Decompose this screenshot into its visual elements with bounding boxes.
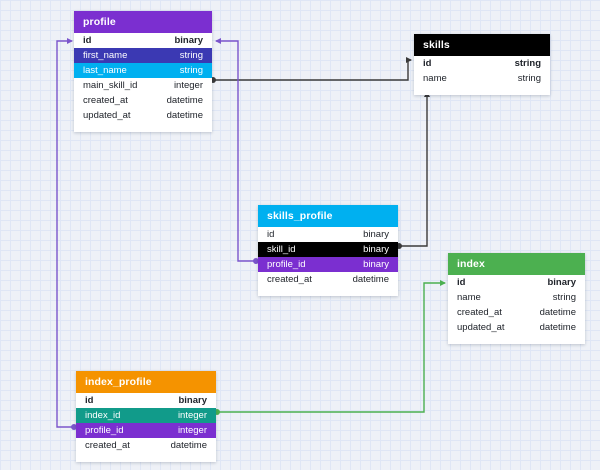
relationship-profile-main-skill-to-skills-id xyxy=(213,60,411,80)
field-type: datetime xyxy=(167,110,203,121)
field-type: datetime xyxy=(167,95,203,106)
field-type: string xyxy=(515,58,541,69)
field-name: profile_id xyxy=(85,425,124,436)
field-type: binary xyxy=(363,259,389,270)
field-name: skill_id xyxy=(267,244,296,255)
field-name: id xyxy=(457,277,465,288)
field-name: id xyxy=(85,395,93,406)
field-type: datetime xyxy=(171,440,207,451)
table-fields-skills: id string name string xyxy=(414,56,550,95)
field-row-profile-first_name[interactable]: first_name string xyxy=(74,48,212,63)
table-fields-skills_profile: idbinaryskill_idbinaryprofile_idbinarycr… xyxy=(258,227,398,296)
field-name: updated_at xyxy=(457,322,505,333)
field-type: string xyxy=(180,50,203,61)
field-row-index_profile-index_id[interactable]: index_id integer xyxy=(76,408,216,423)
table-fields-index_profile: idbinaryindex_idintegerprofile_idinteger… xyxy=(76,393,216,462)
field-row-skills-id[interactable]: id string xyxy=(414,56,550,71)
table-title-skills_profile: skills_profile xyxy=(258,205,398,227)
field-type: datetime xyxy=(353,274,389,285)
field-row-index-id[interactable]: id binary xyxy=(448,275,585,290)
field-row-profile-id[interactable]: id binary xyxy=(74,33,212,48)
field-name: created_at xyxy=(83,95,128,106)
field-name: created_at xyxy=(457,307,502,318)
field-row-index-created_at[interactable]: created_at datetime xyxy=(448,305,585,320)
field-type: integer xyxy=(178,425,207,436)
field-type: string xyxy=(518,73,541,84)
table-node-skills[interactable]: skills id string name string xyxy=(414,34,550,95)
field-row-index_profile-id[interactable]: id binary xyxy=(76,393,216,408)
field-name: last_name xyxy=(83,65,127,76)
field-name: id xyxy=(267,229,274,240)
field-row-profile-main_skill_id[interactable]: main_skill_id integer xyxy=(74,78,212,93)
field-name: name xyxy=(457,292,481,303)
field-row-skills_profile-profile_id[interactable]: profile_id binary xyxy=(258,257,398,272)
field-name: created_at xyxy=(267,274,312,285)
table-fields-index: idbinarynamestringcreated_atdatetimeupda… xyxy=(448,275,585,344)
field-type: datetime xyxy=(540,307,576,318)
field-type: string xyxy=(180,65,203,76)
field-type: string xyxy=(553,292,576,303)
relationship-index-profile-profile-id-to-profile-id xyxy=(57,41,74,427)
field-type: binary xyxy=(547,277,576,288)
table-fields-profile: idbinaryfirst_namestringlast_namestringm… xyxy=(74,33,212,132)
field-type: binary xyxy=(363,229,389,240)
relationship-skills-profile-skill-id-to-skills xyxy=(399,92,427,246)
field-row-profile-updated_at[interactable]: updated_at datetime xyxy=(74,108,212,123)
field-name: updated_at xyxy=(83,110,131,121)
field-row-index-name[interactable]: name string xyxy=(448,290,585,305)
field-row-index_profile-profile_id[interactable]: profile_id integer xyxy=(76,423,216,438)
field-name: index_id xyxy=(85,410,120,421)
table-node-profile[interactable]: profileidbinaryfirst_namestringlast_name… xyxy=(74,11,212,132)
field-name: main_skill_id xyxy=(83,80,137,91)
table-title-profile: profile xyxy=(74,11,212,33)
table-node-index_profile[interactable]: index_profileidbinaryindex_idintegerprof… xyxy=(76,371,216,462)
field-type: datetime xyxy=(540,322,576,333)
field-type: integer xyxy=(174,80,203,91)
field-row-profile-created_at[interactable]: created_at datetime xyxy=(74,93,212,108)
field-name: profile_id xyxy=(267,259,306,270)
field-name: id xyxy=(423,58,431,69)
field-name: created_at xyxy=(85,440,130,451)
field-row-index-updated_at[interactable]: updated_at datetime xyxy=(448,320,585,335)
table-node-skills_profile[interactable]: skills_profileidbinaryskill_idbinaryprof… xyxy=(258,205,398,296)
field-type: binary xyxy=(178,395,207,406)
field-row-skills_profile-id[interactable]: id binary xyxy=(258,227,398,242)
field-row-skills-name[interactable]: name string xyxy=(414,71,550,86)
table-title-skills: skills xyxy=(414,34,550,56)
field-name: first_name xyxy=(83,50,127,61)
table-title-index_profile: index_profile xyxy=(76,371,216,393)
table-title-index: index xyxy=(448,253,585,275)
field-name: id xyxy=(83,35,91,46)
field-type: binary xyxy=(363,244,389,255)
relationship-skills-profile-profile-id-to-profile-id xyxy=(216,41,256,261)
relationship-index-profile-index-id-to-index-id xyxy=(217,283,445,412)
table-node-index[interactable]: indexidbinarynamestringcreated_atdatetim… xyxy=(448,253,585,344)
field-row-skills_profile-skill_id[interactable]: skill_id binary xyxy=(258,242,398,257)
field-name: name xyxy=(423,73,447,84)
field-type: binary xyxy=(174,35,203,46)
field-row-index_profile-created_at[interactable]: created_at datetime xyxy=(76,438,216,453)
field-row-skills_profile-created_at[interactable]: created_at datetime xyxy=(258,272,398,287)
field-row-profile-last_name[interactable]: last_name string xyxy=(74,63,212,78)
field-type: integer xyxy=(178,410,207,421)
